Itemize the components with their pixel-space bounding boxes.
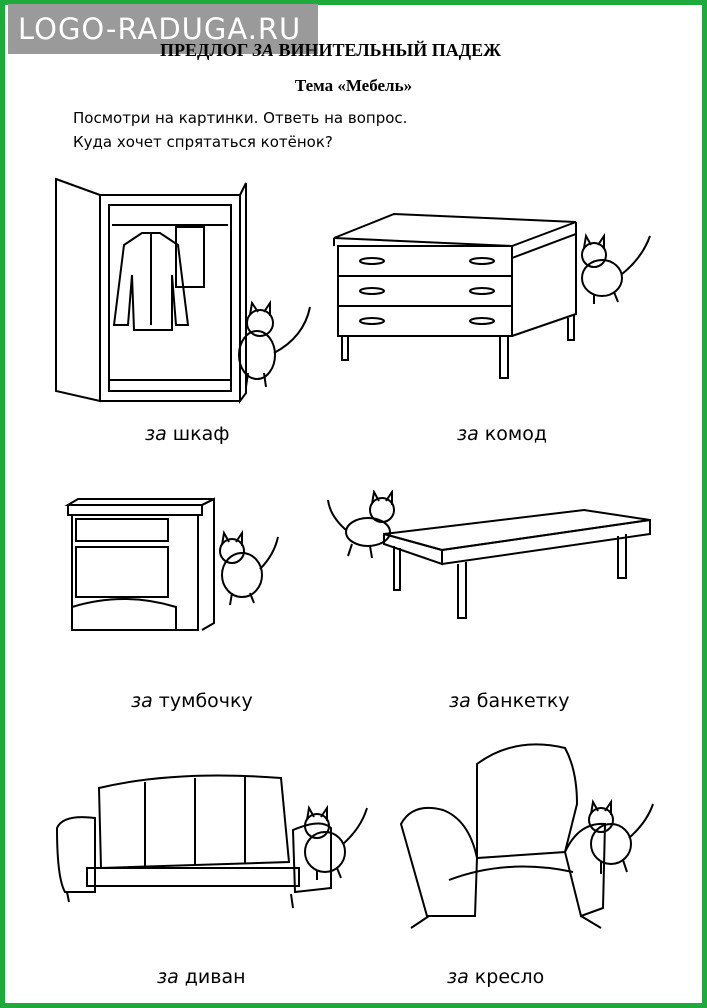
caption-nightstand: за тумбочку xyxy=(131,690,253,712)
kitten-icon xyxy=(220,533,278,605)
title-part3: ВИНИТЕЛЬНЫЙ ПАДЕЖ xyxy=(273,40,501,60)
nightstand-picture xyxy=(64,495,284,640)
instruction-line-2: Куда хочет спрятаться котёнок? xyxy=(73,133,333,151)
armchair-picture xyxy=(397,740,662,930)
title-part1: ПРЕДЛОГ xyxy=(160,40,253,60)
title-preposition: ЗА xyxy=(252,40,274,60)
watermark: LOGO-RADUGA.RU xyxy=(8,4,318,54)
caption-sofa: за диван xyxy=(157,966,246,988)
caption-bench: за банкетку xyxy=(449,690,570,712)
caption-wardrobe: за шкаф xyxy=(145,423,230,445)
bench-picture xyxy=(322,490,657,625)
kitten-icon xyxy=(328,492,394,558)
caption-chest-of-drawers: за комод xyxy=(457,423,547,445)
kitten-icon xyxy=(589,802,653,874)
page-subtitle: Тема «Мебель» xyxy=(294,76,413,95)
page-title: ПРЕДЛОГ ЗА ВИНИТЕЛЬНЫЙ ПАДЕЖ xyxy=(160,40,540,61)
chest-of-drawers-picture xyxy=(332,210,662,390)
kitten-icon xyxy=(305,808,367,880)
caption-armchair: за кресло xyxy=(447,966,545,988)
sofa-picture xyxy=(55,768,380,918)
wardrobe-picture xyxy=(52,175,327,410)
kitten-icon xyxy=(239,303,310,387)
instruction-line-1: Посмотри на картинки. Ответь на вопрос. xyxy=(73,109,408,127)
kitten-icon xyxy=(582,236,650,304)
